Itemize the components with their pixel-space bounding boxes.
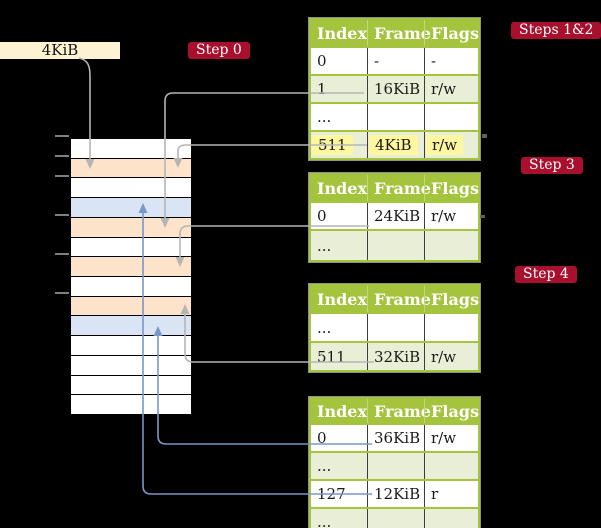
memory-frame-row (71, 336, 191, 356)
cell-flags: - (424, 48, 478, 74)
badge-step-3: Step 3 (521, 157, 583, 174)
cell-index: ... (317, 318, 332, 337)
badge-steps-1-2: Steps 1&2 (511, 22, 601, 39)
col-header-index: Index (317, 289, 368, 309)
table-row: ... (311, 229, 478, 260)
cell-flags: r/w (424, 343, 478, 370)
col-header-frame: Frame (367, 20, 431, 46)
table-header-row: Index Frame Flags (311, 20, 479, 46)
page-table-steps-1-2: Index Frame Flags 0 - - 1 16KiB r/w ... … (308, 17, 481, 161)
memory-frame-row (71, 198, 191, 218)
cell-flags: r/w (424, 132, 478, 158)
cell-index: ... (311, 453, 367, 479)
cell-frame (367, 314, 424, 341)
highlight-mark: 4KiB (369, 135, 418, 155)
table-row: 1 16KiB r/w (311, 74, 478, 102)
cell-index: 1 (311, 76, 367, 102)
arrow-stub (480, 215, 485, 218)
cell-frame: 24KiB (367, 203, 424, 229)
col-header-flags: Flags (424, 286, 479, 312)
col-header-flags: Flags (424, 20, 479, 46)
cell-frame (367, 231, 424, 260)
col-header-flags: Flags (424, 399, 479, 423)
page-table-step-3: Index Frame Flags 0 24KiB r/w ... (308, 172, 481, 263)
badge-step-0: Step 0 (188, 42, 250, 59)
memory-frame-row (71, 316, 191, 337)
table-row: 0 36KiB r/w (311, 423, 478, 451)
memory-frame-row (71, 139, 191, 159)
cell-index: 511 (311, 343, 367, 370)
highlight-mark: r/w (426, 135, 464, 155)
page-table-leaf: Index Frame Flags 0 36KiB r/w ... 127 12… (308, 396, 481, 528)
memory-frame-row (71, 257, 191, 278)
memory-frame-row (71, 395, 191, 415)
cell-frame: 36KiB (367, 425, 424, 451)
col-header-index: Index (317, 23, 368, 43)
cell-frame: 12KiB (367, 481, 424, 507)
cell-index: 0 (317, 52, 327, 70)
cell-flags (424, 231, 478, 260)
cell-flags (424, 314, 478, 341)
cell-frame: 32KiB (367, 343, 424, 370)
cell-index: ... (317, 108, 332, 126)
page-size-label: 4KiB (0, 42, 120, 59)
cell-index: 0 (317, 207, 327, 225)
cell-index: ... (311, 509, 367, 528)
badge-step-4: Step 4 (515, 266, 577, 283)
col-header-flags: Flags (424, 175, 479, 201)
table-row: 0 - - (311, 46, 478, 74)
cell-frame (367, 104, 424, 130)
table-row-highlighted: 511 4KiB r/w (311, 130, 478, 158)
cell-flags: r/w (424, 203, 478, 229)
memory-frame-row (71, 355, 191, 376)
table-row: 0 24KiB r/w (311, 201, 478, 229)
table-row: ... (311, 451, 478, 479)
memory-frame-row (71, 296, 191, 317)
cell-frame: 16KiB (367, 76, 424, 102)
table-row: 511 32KiB r/w (311, 341, 478, 370)
col-header-frame: Frame (367, 399, 431, 423)
table-row: 127 12KiB r (311, 479, 478, 507)
col-header-frame: Frame (367, 175, 431, 201)
cell-flags (424, 104, 478, 130)
memory-frame-row (71, 178, 191, 199)
cell-index: 0 (317, 429, 327, 447)
cell-index: 511 (311, 132, 367, 158)
cell-index: 127 (317, 485, 346, 503)
cell-flags (424, 509, 478, 528)
cell-flags: r/w (424, 425, 478, 451)
cell-frame (367, 509, 424, 528)
table-header-row: Index Frame Flags (311, 399, 479, 423)
physical-memory-column (70, 138, 192, 415)
memory-frame-row (71, 217, 191, 238)
highlight-mark: 511 (312, 135, 353, 155)
cell-frame: - (367, 48, 424, 74)
col-header-index: Index (317, 401, 368, 421)
table-row: ... (311, 312, 478, 341)
memory-frame-row (71, 158, 191, 179)
cell-flags: r (424, 481, 478, 507)
memory-frame-row (71, 237, 191, 258)
cell-index: ... (311, 231, 367, 260)
memory-frame-row (71, 375, 191, 396)
table-header-row: Index Frame Flags (311, 175, 479, 201)
col-header-frame: Frame (367, 286, 431, 312)
memory-frame-row (71, 277, 191, 297)
table-row: ... (311, 102, 478, 130)
cell-frame (367, 453, 424, 479)
col-header-index: Index (317, 178, 368, 198)
cell-flags (424, 453, 478, 479)
page-table-step-4: Index Frame Flags ... 511 32KiB r/w (308, 283, 481, 373)
table-row: ... (311, 507, 478, 528)
table-header-row: Index Frame Flags (311, 286, 479, 312)
cell-frame: 4KiB (367, 132, 424, 158)
cell-flags: r/w (424, 76, 478, 102)
arrow-stub (482, 134, 487, 138)
